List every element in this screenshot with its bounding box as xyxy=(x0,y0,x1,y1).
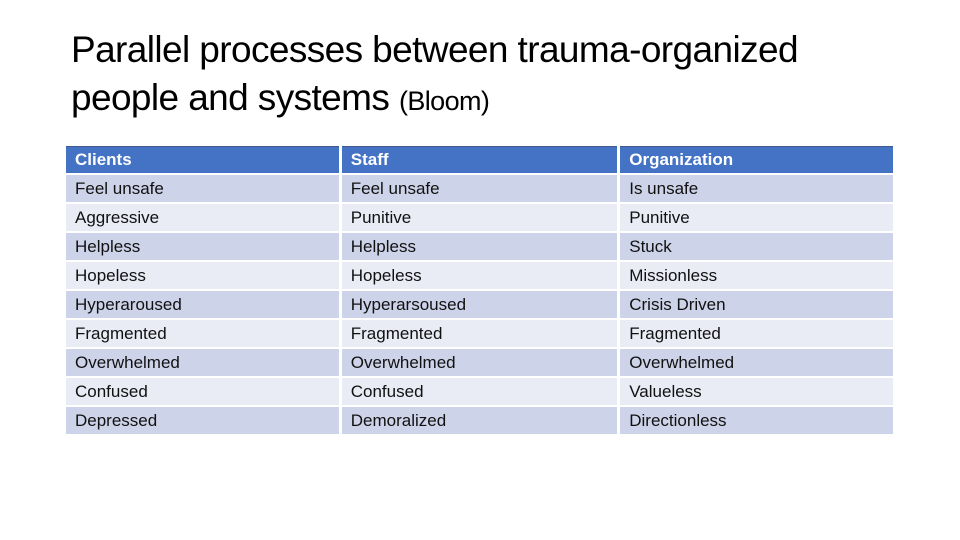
column-header: Clients xyxy=(66,146,339,173)
table-cell: Fragmented xyxy=(341,320,618,347)
table-cell: Aggressive xyxy=(66,204,339,231)
slide-title-line1: Parallel processes between trauma-organi… xyxy=(71,29,799,70)
table-cell: Demoralized xyxy=(341,407,618,434)
table-cell: Overwhelmed xyxy=(341,349,618,376)
table-cell: Hopeless xyxy=(66,262,339,289)
table-cell: Crisis Driven xyxy=(620,291,893,318)
table-cell: Punitive xyxy=(620,204,893,231)
table-cell: Punitive xyxy=(341,204,618,231)
table-cell: Valueless xyxy=(620,378,893,405)
slide-title-line2-text: people and systems xyxy=(71,77,399,118)
table-cell: Hyperarsoused xyxy=(341,291,618,318)
table-cell: Helpless xyxy=(341,233,618,260)
table-cell: Feel unsafe xyxy=(66,175,339,202)
table-cell: Confused xyxy=(341,378,618,405)
table-cell: Hopeless xyxy=(341,262,618,289)
table-cell: Overwhelmed xyxy=(620,349,893,376)
slide-title-citation: (Bloom) xyxy=(398,86,490,116)
table-cell: Stuck xyxy=(620,233,893,260)
table-cell: Is unsafe xyxy=(620,175,893,202)
table-cell: Helpless xyxy=(66,233,339,260)
table-cell: Fragmented xyxy=(66,320,339,347)
slide-title: Parallel processes between trauma-organi… xyxy=(71,26,799,125)
table-cell: Overwhelmed xyxy=(66,349,339,376)
table-cell: Missionless xyxy=(620,262,893,289)
table-cell: Feel unsafe xyxy=(341,175,618,202)
column-header: Staff xyxy=(341,146,618,173)
column-header: Organization xyxy=(620,146,893,173)
table-cell: Directionless xyxy=(620,407,893,434)
table-cell: Confused xyxy=(66,378,339,405)
table-cell: Hyperaroused xyxy=(66,291,339,318)
table-cell: Fragmented xyxy=(620,320,893,347)
slide-title-line2: people and systems (Bloom) xyxy=(71,74,798,125)
table-cell: Depressed xyxy=(66,407,339,434)
